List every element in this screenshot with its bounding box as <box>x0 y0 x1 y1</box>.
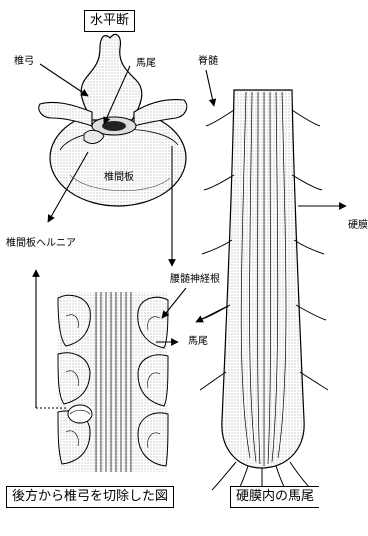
caption-horizontal-section: 水平断 <box>84 10 135 32</box>
left-transverse-process <box>39 102 92 126</box>
label-cauda-mid: 馬尾 <box>188 336 208 347</box>
hernia-bulge <box>68 405 92 423</box>
label-cauda-top: 馬尾 <box>136 58 156 69</box>
label-lumbar-nerve-root: 腰髄神経根 <box>170 274 220 285</box>
dural-sac <box>200 90 328 496</box>
label-spinal-cord: 脊髄 <box>198 56 218 67</box>
label-dura: 硬膜 <box>348 220 368 231</box>
label-disc: 椎間板 <box>104 172 134 183</box>
caption-dura-view: 硬膜内の馬尾 <box>230 486 319 508</box>
caption-posterior-view: 後方から椎弓を切除した図 <box>6 486 174 508</box>
posterior-spine-view <box>58 292 168 472</box>
label-hernia: 椎間板ヘルニア <box>6 238 76 249</box>
label-vertebral-arch: 椎弓 <box>14 56 34 67</box>
